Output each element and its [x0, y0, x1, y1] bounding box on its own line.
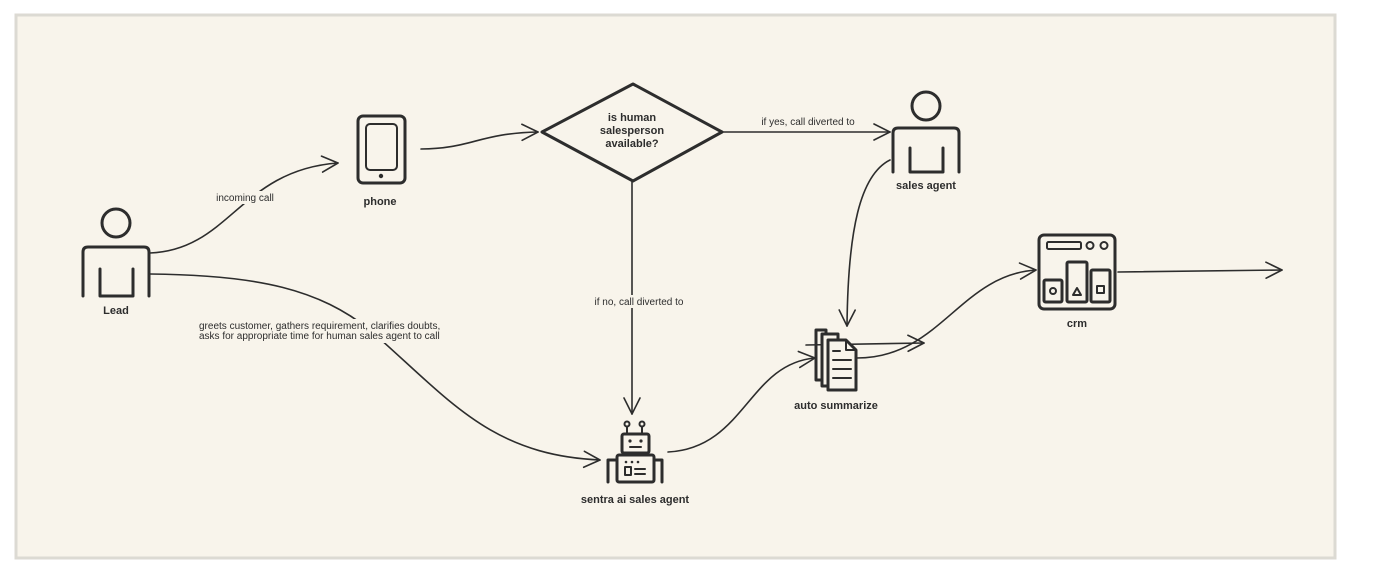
person-icon: [81, 207, 151, 298]
edge-phone-to-decision[interactable]: [420, 123, 539, 150]
edge-summarize-to-crm[interactable]: [856, 262, 1037, 359]
edge-sales-agent-to-summarize[interactable]: [838, 159, 891, 327]
node-label-summarize: auto summarize: [794, 400, 878, 412]
person-icon: [891, 90, 961, 174]
node-sales-agent[interactable]: sales agent: [891, 90, 961, 192]
node-lead[interactable]: Lead: [81, 207, 151, 317]
node-phone[interactable]: phone: [356, 114, 407, 208]
svg-text:greets customer, gathers requi: greets customer, gathers requirement, cl…: [199, 321, 440, 332]
node-label-crm: crm: [1067, 318, 1087, 330]
node-sentra-ai[interactable]: sentra ai sales agent: [581, 420, 690, 507]
node-label-phone: phone: [364, 196, 397, 208]
documents-icon: [814, 328, 858, 392]
edge-crm-output[interactable]: [1117, 261, 1283, 279]
node-auto-summarize[interactable]: auto summarize: [794, 328, 878, 412]
decision-line-2: salesperson: [600, 125, 664, 137]
edge-label-if-no: if no, call diverted to: [590, 295, 688, 308]
node-label-sentra: sentra ai sales agent: [581, 494, 690, 506]
edge-lead-to-phone[interactable]: [149, 155, 339, 254]
mobile-phone-icon: [356, 114, 407, 185]
edge-label-incoming-call: incoming call: [213, 191, 277, 204]
canvas-background: [14, 13, 1337, 560]
edge-sentra-to-summarize[interactable]: [667, 350, 816, 453]
decision-line-1: is human: [608, 112, 657, 124]
node-label-sales-agent: sales agent: [896, 180, 956, 192]
robot-icon: [606, 420, 664, 484]
node-label-lead: Lead: [103, 305, 129, 317]
svg-text:asks for appropriate time for: asks for appropriate time for human sale…: [199, 331, 440, 342]
decision-diamond: [540, 82, 724, 183]
svg-text:if no, call diverted to: if no, call diverted to: [595, 297, 684, 308]
node-crm[interactable]: crm: [1037, 233, 1117, 330]
edge-label-if-yes: if yes, call diverted to: [757, 115, 859, 128]
svg-text:if yes, call diverted to: if yes, call diverted to: [761, 117, 855, 128]
decision-line-3: available?: [605, 138, 658, 150]
svg-text:incoming call: incoming call: [216, 193, 274, 204]
dashboard-icon: [1037, 233, 1117, 311]
node-decision[interactable]: is human salesperson available?: [540, 82, 724, 183]
edge-label-greets-customer: greets customer, gathers requirement, cl…: [197, 319, 453, 343]
